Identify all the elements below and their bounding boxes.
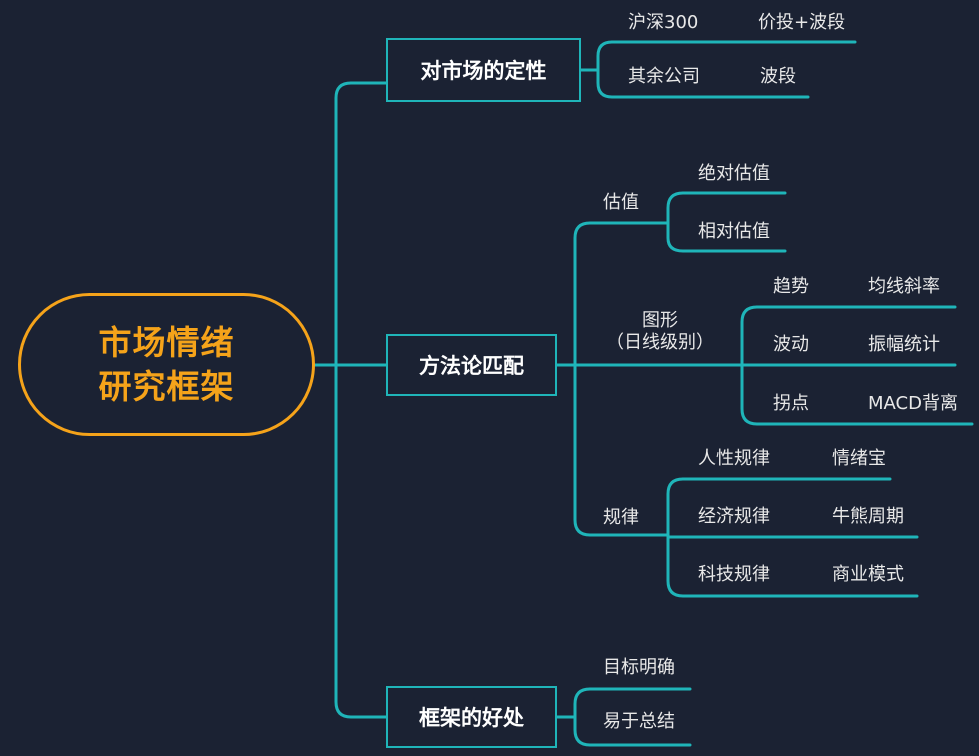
connector-benefit-spine [573,687,692,747]
branch-market[interactable]: 对市场的定性 [386,38,581,102]
benefit-clear-goal[interactable]: 目标明确 [603,657,675,678]
root-title-line-1: 市场情绪 [98,322,235,362]
method-pattern-line-2: （日线级别） [606,332,714,353]
method-valuation[interactable]: 估值 [603,192,639,213]
market-item-hs300[interactable]: 沪深300 [628,12,699,33]
method-pattern[interactable]: 图形 （日线级别） [596,310,724,354]
market-item-others-child[interactable]: 波段 [760,66,796,87]
pattern-volatility-child[interactable]: 振幅统计 [868,334,940,355]
connector-law-spine [666,477,919,598]
benefit-easy-summary[interactable]: 易于总结 [603,711,675,732]
branch-market-label: 对市场的定性 [420,59,547,83]
branch-method-label: 方法论匹配 [419,354,524,378]
pattern-turning-point[interactable]: 拐点 [773,393,809,414]
connector-method-spine [573,221,670,537]
law-human[interactable]: 人性规律 [698,448,770,469]
branch-benefit-label: 框架的好处 [419,706,524,730]
pattern-volatility[interactable]: 波动 [773,334,809,355]
method-law[interactable]: 规律 [603,507,639,528]
law-economy[interactable]: 经济规律 [698,506,770,527]
law-human-child[interactable]: 情绪宝 [832,448,886,469]
root-title-line-2: 研究框架 [98,366,235,406]
root-node[interactable]: 市场情绪 研究框架 [18,293,315,436]
connector-pattern-spine [740,305,974,426]
valuation-relative[interactable]: 相对估值 [698,221,770,242]
valuation-absolute[interactable]: 绝对估值 [698,163,770,184]
law-tech-child[interactable]: 商业模式 [832,564,904,585]
connector-valuation-spine [666,191,787,253]
branch-benefit[interactable]: 框架的好处 [386,686,557,748]
market-item-hs300-child[interactable]: 价投+波段 [758,12,846,33]
connector-market-spine [596,40,810,99]
branch-method[interactable]: 方法论匹配 [386,334,557,396]
law-tech[interactable]: 科技规律 [698,564,770,585]
market-item-others[interactable]: 其余公司 [628,66,700,87]
pattern-trend-child[interactable]: 均线斜率 [868,276,940,297]
connector-trunk-spine [334,81,388,719]
pattern-turning-point-child[interactable]: MACD背离 [868,393,958,414]
method-pattern-line-1: 图形 [642,310,678,331]
law-economy-child[interactable]: 牛熊周期 [832,506,904,527]
pattern-trend[interactable]: 趋势 [773,276,809,297]
